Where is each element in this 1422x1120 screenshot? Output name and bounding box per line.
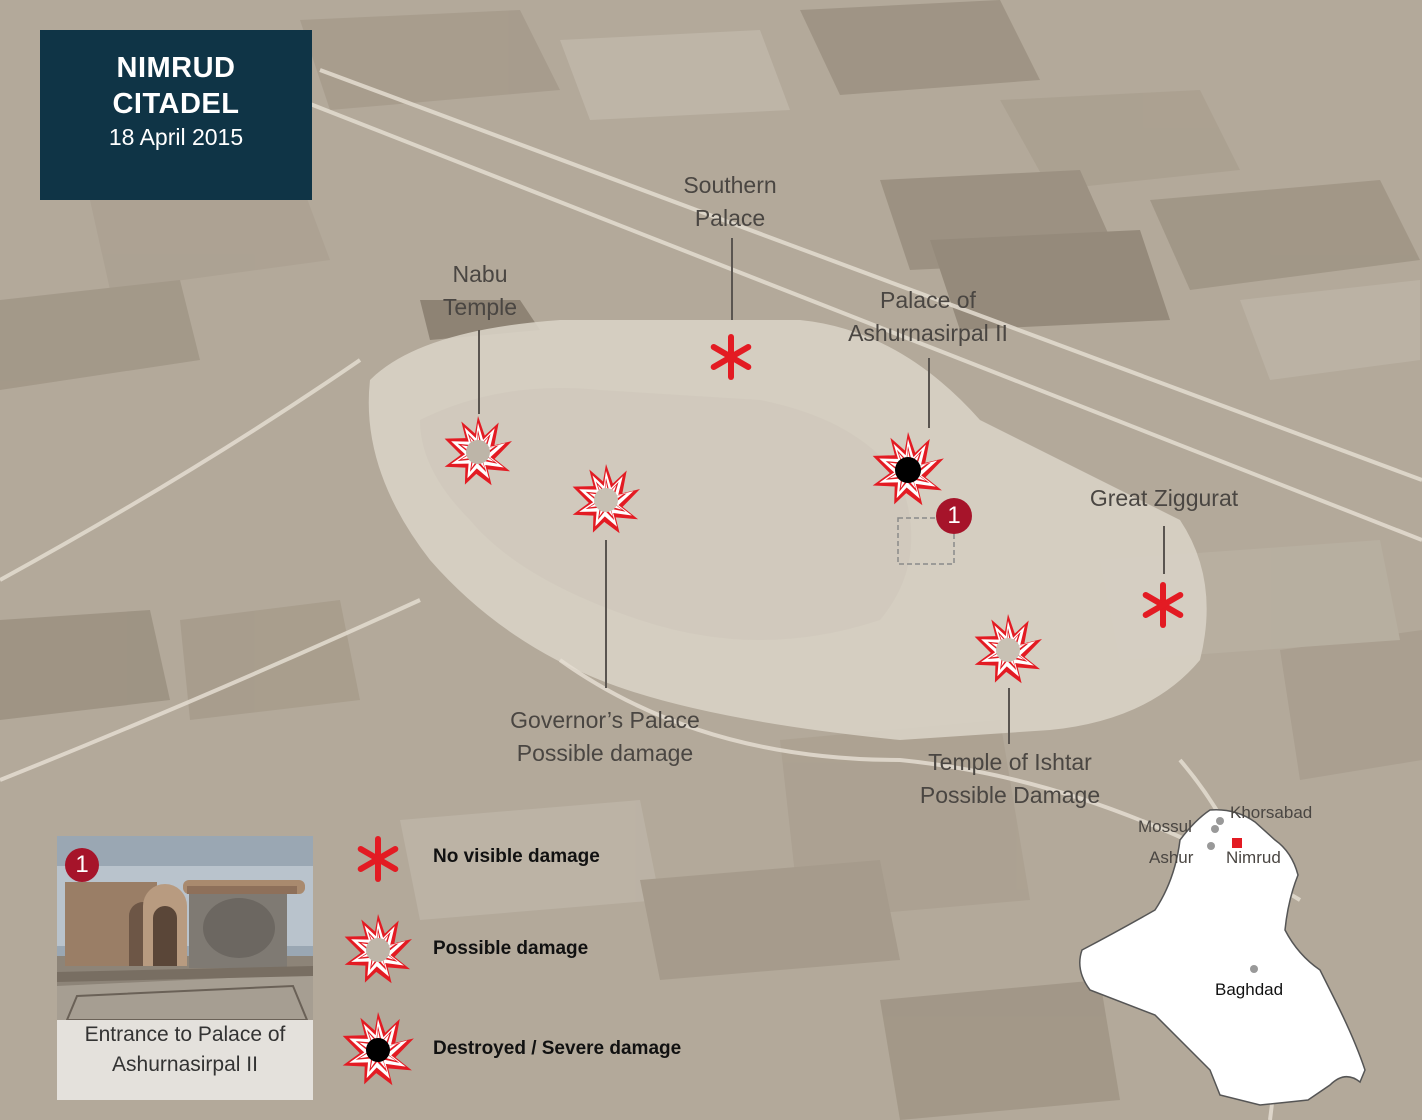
- label-governors-palace: Governor’s Palace Possible damage: [510, 707, 700, 766]
- starburst-dot-icon: [872, 432, 944, 506]
- starburst-icon: [572, 464, 640, 534]
- starburst-icon: [444, 416, 512, 486]
- title-line-1: NIMRUD: [116, 52, 236, 84]
- leader-nabu-temple: [478, 330, 480, 414]
- title-date: 18 April 2015: [108, 124, 244, 150]
- marker-number-badge: 1: [936, 498, 972, 534]
- iraq-inset-map: [1079, 809, 1366, 1106]
- photo-card: 1 Entrance to Palace of Ashurnasirpal II: [57, 836, 313, 1100]
- label-temple-ishtar: Temple of Ishtar Possible Damage: [919, 749, 1101, 808]
- label-southern-palace: Southern Palace: [683, 172, 777, 231]
- label-nabu-temple: Nabu Temple: [442, 261, 518, 320]
- city-dot-ashur: [1207, 842, 1215, 850]
- starburst-dot-icon: [342, 1012, 414, 1086]
- legend-no-damage: No visible damage: [433, 846, 600, 867]
- city-dot-khorsabad: [1216, 817, 1224, 825]
- label-ashurnasirpal-palace: Palace of Ashurnasirpal II: [848, 287, 1008, 346]
- starburst-icon: [974, 614, 1042, 684]
- title-line-2: CITADEL: [112, 88, 240, 120]
- asterisk-icon: [710, 334, 752, 380]
- photo-caption: Entrance to Palace of Ashurnasirpal II: [84, 1023, 286, 1076]
- leader-southern-palace: [731, 238, 733, 320]
- city-label-khorsabad: Khorsabad: [1230, 803, 1313, 822]
- starburst-icon: [344, 914, 412, 984]
- leader-great-ziggurat: [1163, 526, 1165, 574]
- city-dot-baghdad: [1250, 965, 1258, 973]
- label-great-ziggurat: Great Ziggurat: [1089, 485, 1239, 511]
- photo-number-badge: 1: [65, 848, 99, 882]
- nimrud-location-marker: [1232, 838, 1242, 848]
- city-label-mossul: Mossul: [1138, 817, 1192, 836]
- leader-governors-palace: [605, 540, 607, 688]
- legend-destroyed: Destroyed / Severe damage: [433, 1038, 682, 1059]
- city-label-baghdad: Baghdad: [1215, 980, 1284, 999]
- leader-ashurnasirpal: [928, 358, 930, 428]
- title-box: NIMRUD CITADEL 18 April 2015: [40, 30, 312, 200]
- city-dot-mossul: [1211, 825, 1219, 833]
- legend-possible-damage: Possible damage: [433, 938, 589, 959]
- palace-entrance-photo: [57, 836, 313, 1020]
- asterisk-icon: [357, 836, 399, 882]
- city-label-ashur: Ashur: [1149, 848, 1194, 867]
- city-label-nimrud: Nimrud: [1226, 848, 1281, 867]
- asterisk-icon: [1142, 582, 1184, 628]
- leader-temple-ishtar: [1008, 688, 1010, 744]
